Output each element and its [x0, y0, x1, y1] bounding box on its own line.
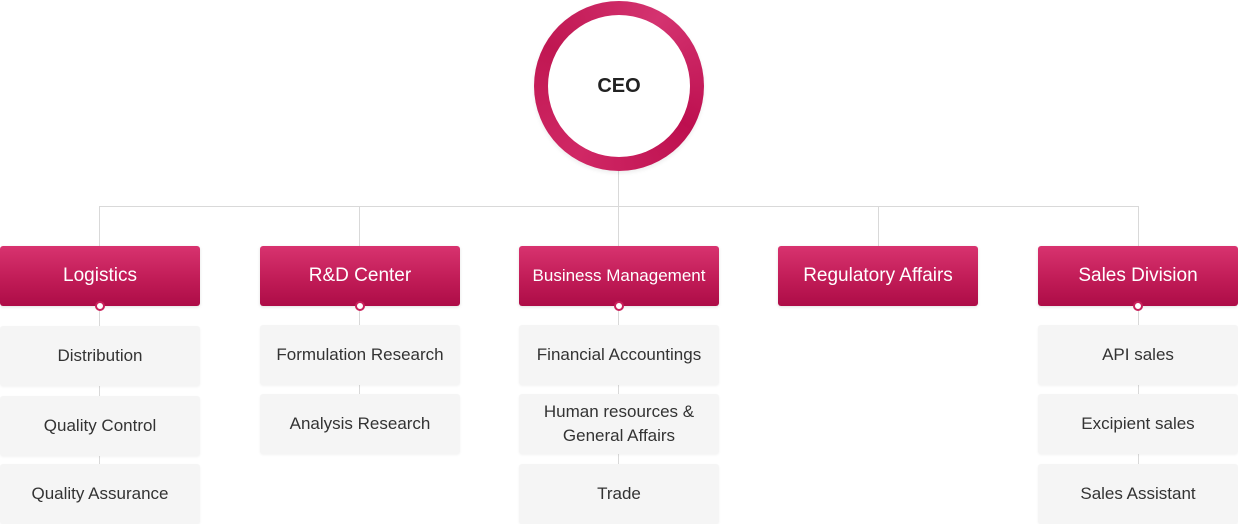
subunit-formulation-research: Formulation Research [260, 325, 460, 385]
ceo-connector [618, 171, 619, 207]
dept-regulatory-affairs: Regulatory Affairs [778, 246, 978, 306]
horizontal-connector [99, 206, 1139, 207]
subunit-label: Sales Assistant [1080, 484, 1196, 503]
subunit-label: Analysis Research [289, 414, 431, 433]
dept-label: Logistics [63, 265, 137, 286]
dept-connector-rd [359, 206, 360, 246]
subunit-financial-accountings: Financial Accountings [519, 325, 719, 385]
dept-business-management: Business Management [519, 246, 719, 311]
subunit-analysis-research: Analysis Research [260, 394, 460, 454]
dept-label: R&D Center [308, 265, 412, 286]
dept-logistics: Logistics [0, 246, 200, 311]
subunit-distribution: Distribution [0, 326, 200, 386]
dept-label: Sales Division [1078, 265, 1198, 286]
subunit-label: Trade [597, 484, 641, 503]
subunit-label: Human resources & General Affairs [543, 402, 695, 445]
subunit-label: Distribution [57, 346, 143, 365]
subunit-label: Financial Accountings [536, 345, 702, 364]
subunit-sales-assistant: Sales Assistant [1038, 464, 1238, 524]
dept-connector-logistics [99, 206, 100, 246]
connector-dot [355, 301, 365, 311]
connector-dot [614, 301, 624, 311]
connector-dot [1133, 301, 1143, 311]
connector-dot [95, 301, 105, 311]
ceo-label: CEO [548, 15, 690, 157]
dept-connector-regulatory [878, 206, 879, 246]
subunit-label: Quality Assurance [31, 484, 169, 503]
subunit-label: Quality Control [43, 416, 157, 435]
ceo-node: CEO [534, 1, 704, 171]
dept-sales-division: Sales Division [1038, 246, 1238, 311]
dept-label: Business Management [532, 266, 706, 285]
subunit-label: Excipient sales [1081, 414, 1195, 433]
dept-rd-center: R&D Center [260, 246, 460, 311]
subunit-trade: Trade [519, 464, 719, 524]
subunit-label: API sales [1102, 345, 1174, 364]
subunit-api-sales: API sales [1038, 325, 1238, 385]
dept-label: Regulatory Affairs [803, 265, 953, 286]
dept-connector-business [618, 206, 619, 246]
subunit-label: Formulation Research [276, 345, 444, 364]
subunit-quality-assurance: Quality Assurance [0, 464, 200, 524]
subunit-excipient-sales: Excipient sales [1038, 394, 1238, 454]
subunit-quality-control: Quality Control [0, 396, 200, 456]
subunit-human-resources: Human resources & General Affairs [519, 394, 719, 454]
dept-connector-sales [1138, 206, 1139, 246]
